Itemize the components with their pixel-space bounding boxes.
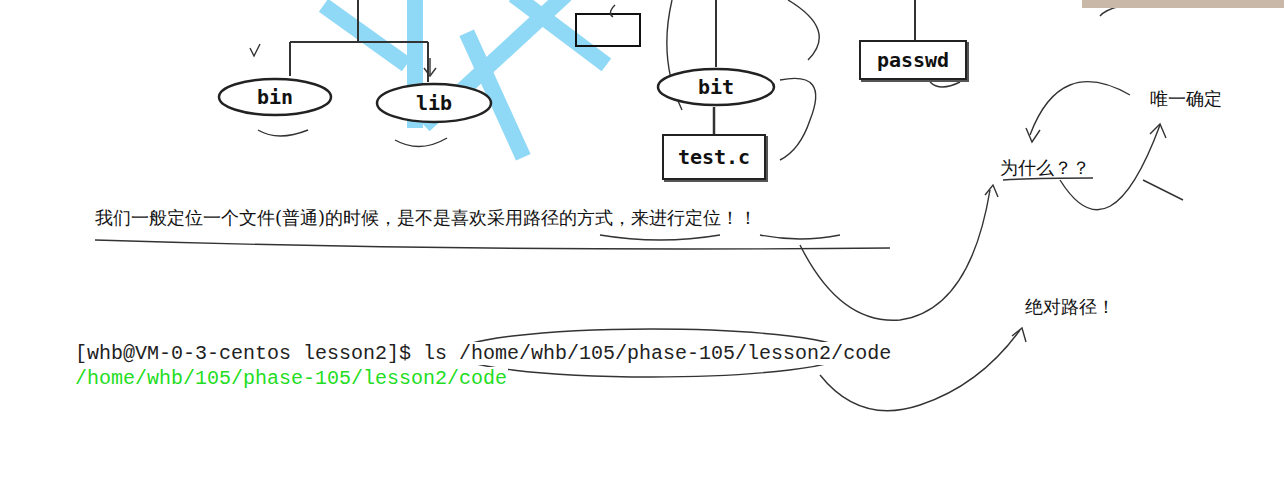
directory-ellipse: lib	[375, 82, 493, 124]
terminal-output: /home/whb/105/phase-105/lesson2/code	[74, 367, 508, 390]
directory-ellipse: bit	[656, 67, 776, 107]
terminal-command: [whb@VM-0-3-centos lesson2]$ ls /home/wh…	[74, 342, 892, 365]
node-label: bit	[698, 75, 734, 99]
file-box: passwd	[859, 40, 967, 80]
node-label: bin	[257, 85, 293, 109]
node-label: lib	[416, 91, 452, 115]
note-text: 我们一般定位一个文件(普通)的时候，是不是喜欢采用路径的方式，来进行定位！！	[95, 206, 757, 230]
node-label: test.c	[678, 145, 750, 169]
annotation-text: 为什么？？	[1000, 156, 1090, 180]
annotation-text: 绝对路径！	[1025, 295, 1115, 319]
file-box: test.c	[662, 134, 766, 180]
annotation-text: 唯一确定	[1150, 87, 1222, 111]
directory-ellipse: bin	[217, 77, 333, 117]
node-label: passwd	[877, 48, 949, 72]
tree-connector	[714, 107, 715, 134]
